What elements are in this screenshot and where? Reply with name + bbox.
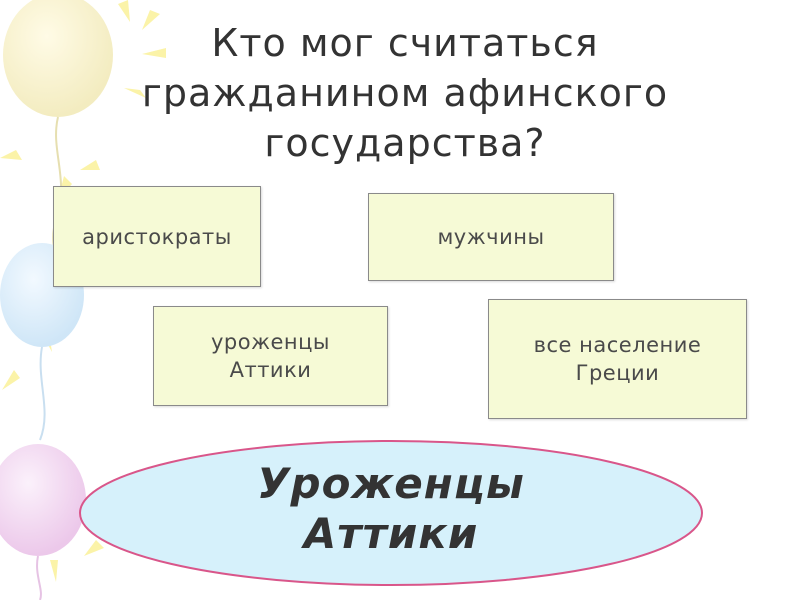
- title-line-2: гражданином афинского: [141, 71, 669, 115]
- option-aristocrats[interactable]: аристократы: [53, 186, 261, 287]
- option-label-line-2: Греции: [575, 361, 660, 385]
- pink-balloon: [0, 444, 86, 556]
- answer-text: Уроженцы Аттики: [78, 459, 704, 559]
- option-men[interactable]: мужчины: [368, 193, 614, 281]
- option-label-line-2: Аттики: [229, 358, 312, 382]
- answer-line-2: Аттики: [303, 509, 479, 558]
- option-label-line-1: уроженцы: [210, 330, 331, 354]
- answer-ellipse-shape: [79, 440, 703, 586]
- title-line-1: Кто мог считаться: [211, 21, 599, 65]
- yellow-balloon: [3, 0, 113, 117]
- option-all-population-of-greece[interactable]: все население Греции: [488, 299, 747, 419]
- answer-ellipse: Уроженцы Аттики: [78, 439, 704, 587]
- option-label: мужчины: [437, 225, 545, 249]
- option-natives-of-attica[interactable]: уроженцы Аттики: [153, 306, 388, 406]
- page-title: Кто мог считаться гражданином афинского …: [100, 18, 710, 168]
- option-label: аристократы: [82, 224, 232, 249]
- answer-line-1: Уроженцы: [257, 459, 525, 508]
- title-line-3: государства?: [264, 121, 546, 165]
- option-label-line-1: все население: [533, 333, 702, 357]
